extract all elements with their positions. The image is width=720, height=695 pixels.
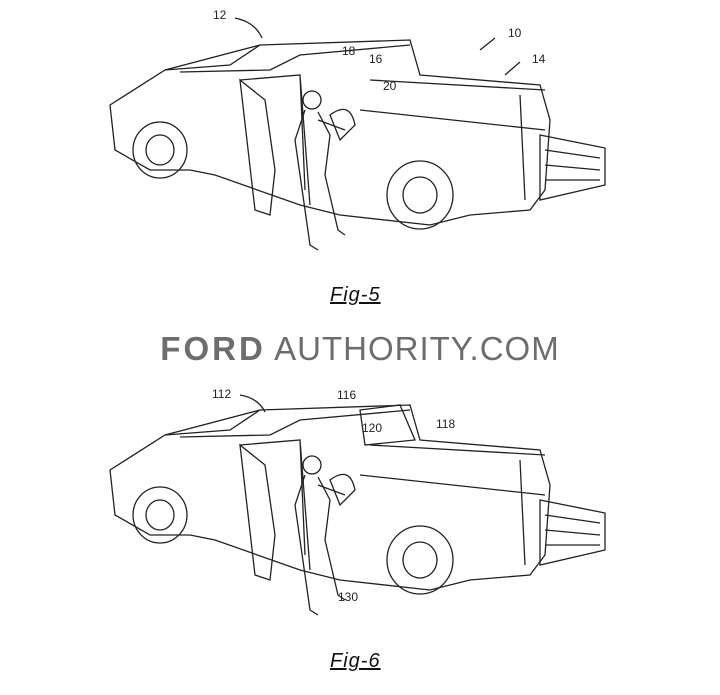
ref-12: 12 — [213, 8, 227, 22]
ref-116: 116 — [337, 388, 357, 402]
watermark-brand: FORD — [160, 330, 266, 367]
watermark: FORD AUTHORITY.COM — [0, 330, 720, 368]
figure-6-caption: Fig-6 — [330, 650, 381, 672]
ref-118: 118 — [436, 417, 456, 431]
ref-16: 16 — [369, 52, 383, 66]
ref-20: 20 — [383, 79, 397, 93]
ref-10: 10 — [508, 26, 522, 40]
ref-112: 112 — [212, 387, 232, 401]
ref-14: 14 — [532, 52, 546, 66]
canopy-extension — [359, 404, 416, 446]
ref-18: 18 — [342, 44, 356, 58]
figure-5-caption: Fig-5 — [330, 284, 381, 306]
ref-130: 130 — [338, 590, 359, 604]
watermark-rest: AUTHORITY.COM — [274, 330, 560, 367]
ref-120: 120 — [362, 421, 383, 435]
